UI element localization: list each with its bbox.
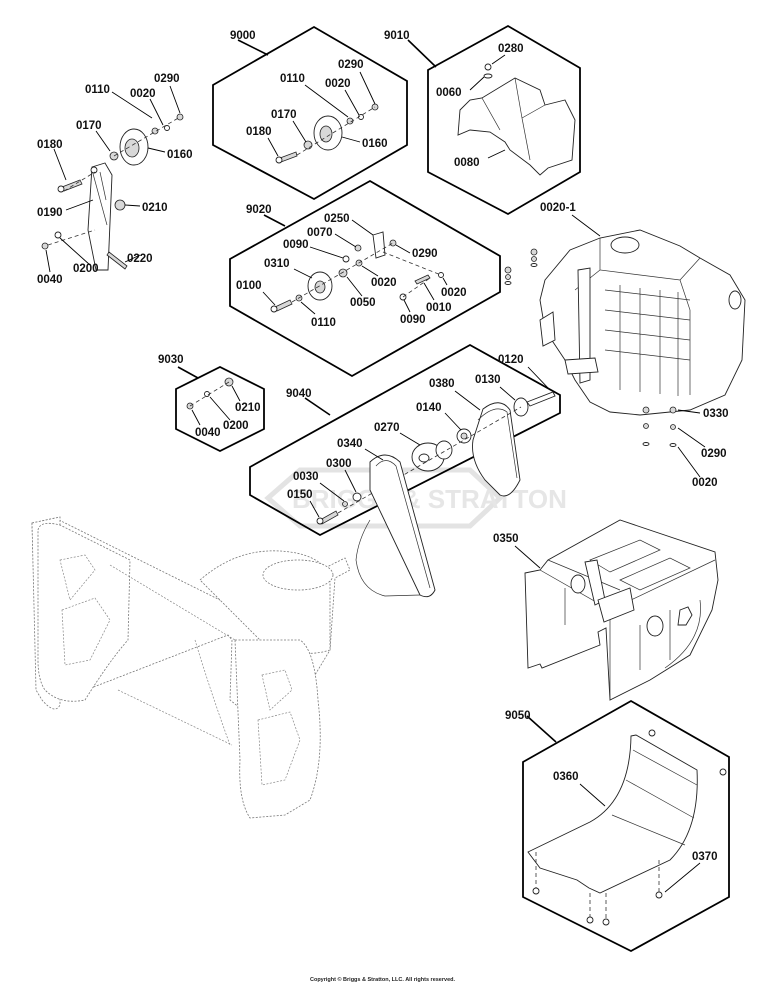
frame: 0350 — [493, 519, 719, 701]
label-0290: 0290 — [154, 73, 180, 85]
label-0210: 0210 — [142, 202, 168, 214]
kit-9030-label: 9030 — [158, 354, 184, 366]
label-0080: 0080 — [454, 157, 480, 169]
label-0350: 0350 — [493, 533, 519, 545]
kit-9050: 9050 0360 0370 — [505, 699, 730, 953]
label-0090: 0090 — [283, 239, 309, 251]
label-0010: 0010 — [426, 302, 452, 314]
label-0130: 0130 — [475, 374, 501, 386]
label-0030: 0030 — [293, 471, 319, 483]
label-0100: 0100 — [236, 280, 262, 292]
label-0340: 0340 — [337, 438, 363, 450]
label-0290: 0290 — [412, 248, 438, 260]
kit-9020: 9020 0250 0070 0090 0290 0310 0020 0100 … — [229, 179, 501, 378]
kit-9000: 9000 0290 0110 0020 0170 0180 0160 — [212, 25, 408, 201]
label-0210: 0210 — [235, 402, 261, 414]
auger-housing-ghost — [31, 516, 351, 819]
label-0040: 0040 — [37, 274, 63, 286]
label-0160: 0160 — [167, 149, 193, 161]
watermark-text: BRIGGS & STRATTON — [292, 484, 567, 514]
label-0070: 0070 — [307, 227, 333, 239]
briggs-stratton-watermark: BRIGGS & STRATTON — [264, 467, 567, 529]
label-0110: 0110 — [280, 73, 305, 85]
label-0020: 0020 — [130, 88, 156, 100]
label-0360: 0360 — [553, 771, 579, 783]
label-0050: 0050 — [350, 297, 376, 309]
label-0020: 0020 — [325, 78, 351, 90]
label-0380: 0380 — [429, 378, 455, 390]
label-0110: 0110 — [311, 317, 336, 329]
label-0090: 0090 — [400, 314, 426, 326]
label-0040: 0040 — [195, 427, 221, 439]
label-0110: 0110 — [85, 84, 110, 96]
kit-9000-label: 9000 — [230, 30, 256, 42]
label-0020-1: 0020-1 — [540, 202, 576, 214]
label-0180: 0180 — [37, 139, 63, 151]
label-0310: 0310 — [264, 258, 290, 270]
kit-9010-label: 9010 — [384, 30, 410, 42]
label-0250: 0250 — [324, 213, 350, 225]
label-0120: 0120 — [498, 354, 524, 366]
kit-9020-label: 9020 — [246, 204, 272, 216]
label-0330: 0330 — [703, 408, 729, 420]
engine: 0020-1 0330 0290 0020 — [504, 202, 746, 489]
label-0190: 0190 — [37, 207, 63, 219]
kit-9030: 9030 0210 0040 0200 — [158, 354, 265, 453]
label-0020: 0020 — [441, 287, 467, 299]
label-0170: 0170 — [271, 109, 297, 121]
label-0140: 0140 — [416, 402, 442, 414]
copyright-notice: Copyright © Briggs & Stratton, LLC. All … — [309, 977, 456, 983]
kit-9040: 9040 0120 0380 0130 0140 0270 0340 0300 … — [249, 343, 561, 598]
label-0020: 0020 — [692, 477, 718, 489]
label-0160: 0160 — [362, 138, 388, 150]
kit-9050-label: 9050 — [505, 710, 531, 722]
kit-9040-label: 9040 — [286, 388, 312, 400]
idler-assembly-labels: 0110 0020 0290 0170 0160 0180 0190 0210 … — [37, 73, 193, 286]
label-0370: 0370 — [692, 851, 718, 863]
label-0060: 0060 — [436, 87, 462, 99]
label-0270: 0270 — [374, 422, 400, 434]
label-0200: 0200 — [73, 263, 99, 275]
label-0180: 0180 — [246, 126, 272, 138]
label-0200: 0200 — [223, 420, 249, 432]
label-0280: 0280 — [498, 43, 524, 55]
idler-assembly — [41, 113, 184, 271]
label-0290: 0290 — [338, 59, 364, 71]
label-0020: 0020 — [371, 277, 397, 289]
label-0150: 0150 — [287, 489, 313, 501]
label-0220: 0220 — [127, 253, 153, 265]
label-0170: 0170 — [76, 120, 102, 132]
label-0290: 0290 — [701, 448, 727, 460]
label-0300: 0300 — [326, 458, 352, 470]
kit-9010: 9010 0280 0060 0080 — [384, 24, 581, 216]
